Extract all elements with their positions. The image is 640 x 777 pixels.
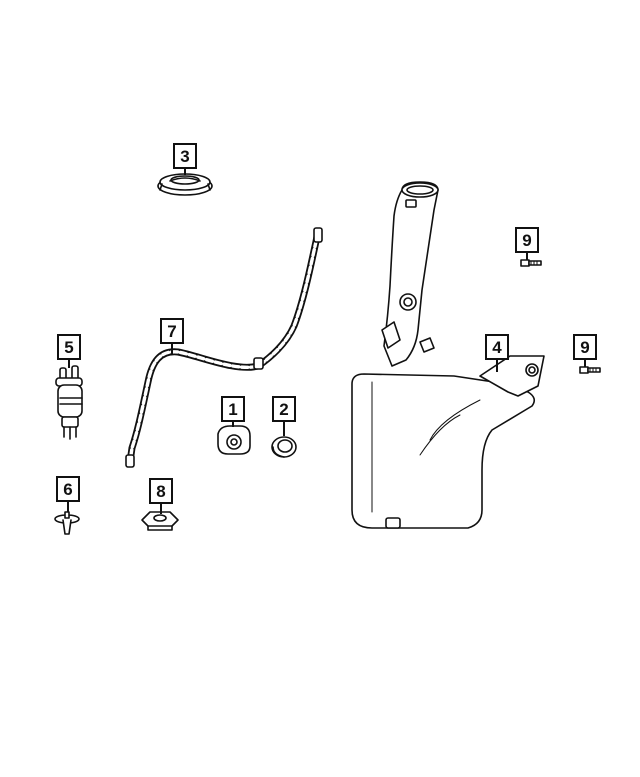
- leader-line-1: [232, 422, 234, 427]
- callout-5: 5: [57, 334, 81, 360]
- leader-line-6: [67, 502, 69, 512]
- callout-4: 4: [485, 334, 509, 360]
- leader-line-4: [496, 360, 498, 372]
- washer-hose-icon: [125, 227, 323, 468]
- u-nut-clip-icon: [141, 511, 179, 531]
- leader-line-8: [160, 504, 162, 514]
- callout-7: 7: [160, 318, 184, 344]
- washer-reservoir-icon: [351, 181, 545, 529]
- leader-line-9-top: [526, 253, 528, 260]
- leader-line-2: [283, 422, 285, 436]
- bolt-icon: [579, 366, 601, 374]
- callout-9-top: 9: [515, 227, 539, 253]
- callout-9-right: 9: [573, 334, 597, 360]
- leader-line-7: [171, 344, 173, 354]
- push-pin-fastener-icon: [54, 511, 80, 535]
- leader-line-3: [184, 169, 186, 175]
- callout-8: 8: [149, 478, 173, 504]
- callout-1: 1: [221, 396, 245, 422]
- leader-line-9-right: [584, 360, 586, 367]
- bolt-icon: [520, 259, 542, 267]
- callout-3: 3: [173, 143, 197, 169]
- washer-pump-icon: [55, 365, 83, 440]
- callout-2: 2: [272, 396, 296, 422]
- leader-line-5: [68, 360, 70, 368]
- filler-cap-seal-icon: [157, 173, 213, 196]
- grommet-ring-icon: [271, 436, 297, 458]
- grommet-nut-icon: [217, 425, 251, 455]
- callout-6: 6: [56, 476, 80, 502]
